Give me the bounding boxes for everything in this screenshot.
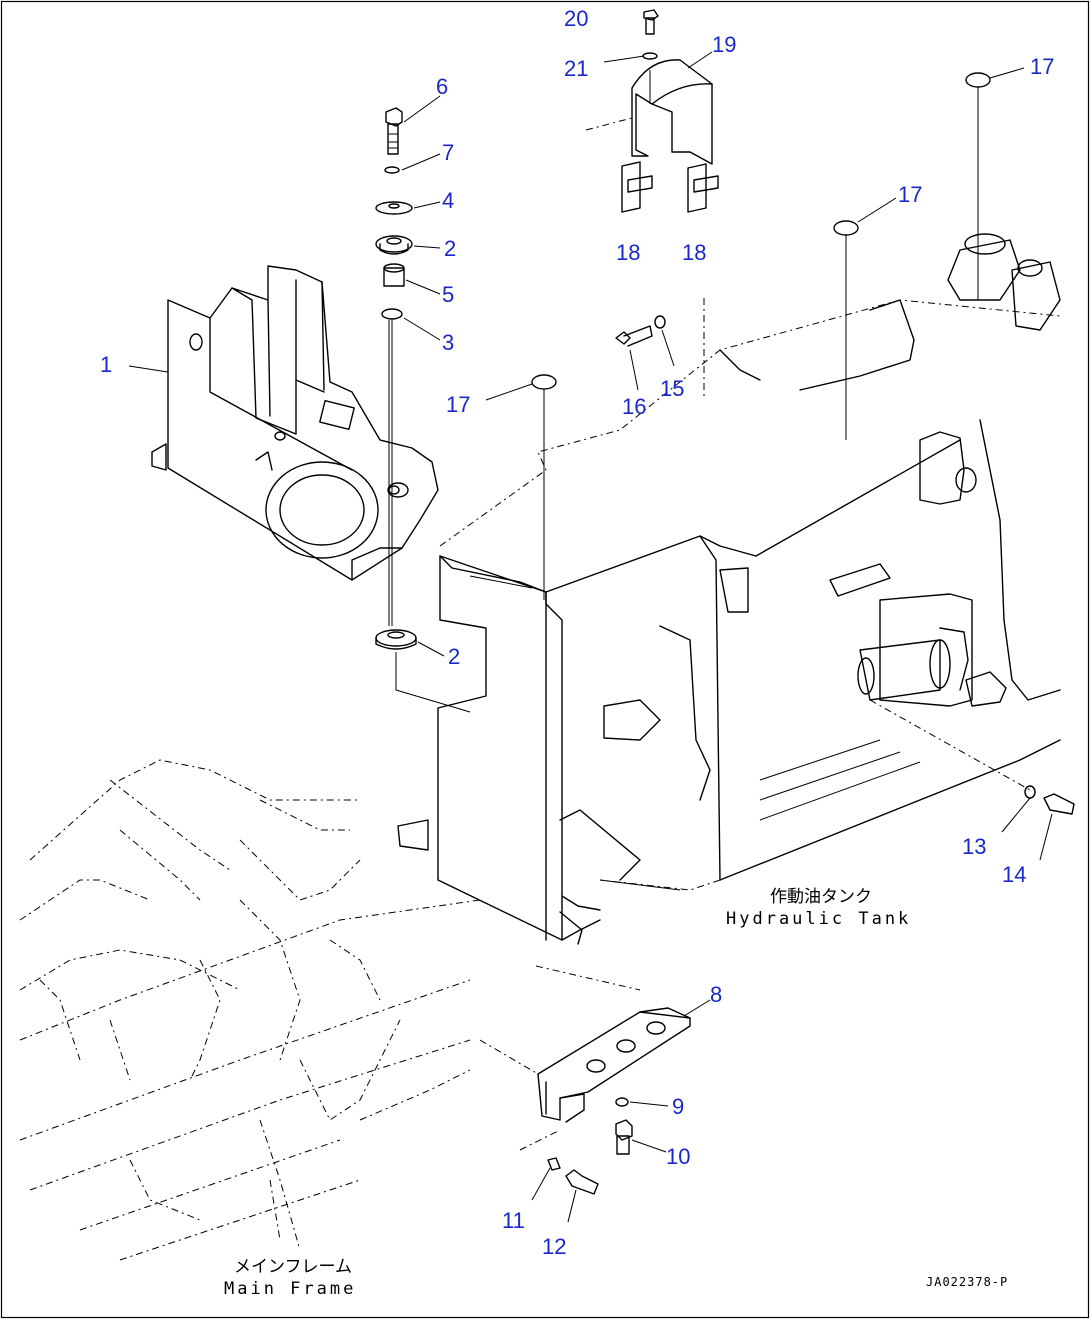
callout-5: 5 bbox=[442, 282, 454, 307]
callout-6: 6 bbox=[436, 74, 448, 99]
parts-15-16-bolt-washer bbox=[615, 298, 705, 400]
drawing-code: JA022378-P bbox=[926, 1275, 1008, 1289]
part-17-caps bbox=[531, 72, 991, 600]
callout-10: 10 bbox=[666, 1144, 690, 1169]
callout-7: 7 bbox=[442, 140, 454, 165]
callout-15: 15 bbox=[660, 376, 684, 401]
hydraulic-tank-label-en: Hydraulic Tank bbox=[726, 909, 911, 929]
callout-18-left: 18 bbox=[616, 240, 640, 265]
part-8-bracket bbox=[479, 965, 691, 1195]
callout-17-middle: 17 bbox=[898, 182, 922, 207]
hydraulic-tank-label-jp: 作動油タンク bbox=[770, 887, 872, 907]
part-19-guard bbox=[585, 9, 719, 213]
callout-17-left: 17 bbox=[446, 392, 470, 417]
callout-2-lower: 2 bbox=[448, 644, 460, 669]
part-1-bracket-cover bbox=[151, 265, 439, 581]
callout-12: 12 bbox=[542, 1234, 566, 1259]
hydraulic-tank bbox=[397, 233, 1061, 945]
callout-2-upper: 2 bbox=[444, 236, 456, 261]
callout-16: 16 bbox=[622, 394, 646, 419]
callout-13: 13 bbox=[962, 834, 986, 859]
callout-3: 3 bbox=[442, 330, 454, 355]
mounting-hardware-stack bbox=[375, 107, 471, 713]
callout-14: 14 bbox=[1002, 862, 1026, 887]
callout-1: 1 bbox=[100, 352, 112, 377]
callout-numbers: 1 2 2 3 4 5 6 7 8 9 10 11 12 13 14 15 16… bbox=[100, 6, 1054, 1259]
main-frame-label-en: Main Frame bbox=[224, 1279, 356, 1299]
callout-17-right: 17 bbox=[1030, 54, 1054, 79]
component-labels: 作動油タンク Hydraulic Tank メインフレーム Main Frame… bbox=[224, 887, 1008, 1299]
callout-4: 4 bbox=[442, 188, 454, 213]
callout-8: 8 bbox=[710, 982, 722, 1007]
callout-21: 21 bbox=[564, 56, 588, 81]
callout-20: 20 bbox=[564, 6, 588, 31]
callout-18-right: 18 bbox=[682, 240, 706, 265]
main-frame-label-jp: メインフレーム bbox=[234, 1257, 352, 1277]
main-frame bbox=[19, 759, 481, 1261]
callout-19: 19 bbox=[712, 32, 736, 57]
callout-9: 9 bbox=[672, 1094, 684, 1119]
callout-11: 11 bbox=[502, 1208, 525, 1233]
leader-lines bbox=[128, 51, 1053, 1223]
